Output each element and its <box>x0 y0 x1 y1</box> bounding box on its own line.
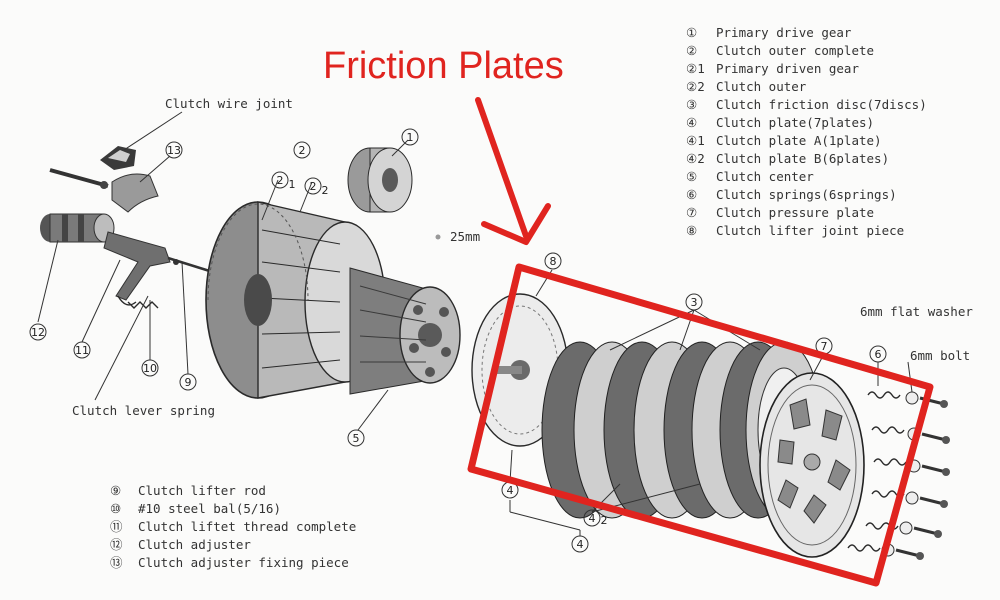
legend-right-num: ②1 <box>686 61 705 76</box>
legend-right-text: Primary driven gear <box>716 61 859 76</box>
legend-bottom-num: ⑬ <box>110 555 123 570</box>
part-number-1: 1 <box>407 131 414 144</box>
clutch-wire-joint-part <box>100 146 136 170</box>
clutch-adjuster-part <box>40 213 115 243</box>
legend-right-num: ③ <box>686 97 697 112</box>
legend-bottom-text: Clutch lifter rod <box>138 483 266 498</box>
legend-right-num: ① <box>686 25 697 40</box>
part-number-4: 4 <box>577 538 584 551</box>
part-number-2: 2 <box>299 144 306 157</box>
primary-drive-gear-part <box>347 147 413 213</box>
legend-right-text: Clutch plate B(6plates) <box>716 151 889 166</box>
part-number-5: 5 <box>353 432 360 445</box>
legend-right-text: Clutch outer complete <box>716 43 874 58</box>
clutch-center-part <box>349 267 461 395</box>
legend-right-num: ② <box>686 43 697 58</box>
legend-bottom-num: ⑪ <box>110 519 123 534</box>
legend-right-text: Clutch springs(6springs) <box>716 187 897 202</box>
part-number-3: 3 <box>691 296 698 309</box>
friction-plates-annotation: Friction Plates <box>323 45 934 587</box>
legend-right-text: Clutch center <box>716 169 814 184</box>
flat-washer-label: 6mm flat washer <box>860 304 973 319</box>
part-number-2-1-sub: 1 <box>289 178 296 191</box>
part-number-4-1: 4 <box>507 484 514 497</box>
legend-right-num: ④ <box>686 115 697 130</box>
part-number-11: 11 <box>75 344 89 357</box>
legend-right-num: ⑦ <box>686 205 697 220</box>
legend-right-text: Clutch plate A(1plate) <box>716 133 882 148</box>
legend-right-num: ②2 <box>686 79 705 94</box>
legend-right-num: ④2 <box>686 151 705 166</box>
clutch-lever-spring-label: Clutch lever spring <box>72 403 215 418</box>
legend-right-num: ⑥ <box>686 187 697 202</box>
part-number-2-1: 2 <box>277 174 284 187</box>
part-number-circles: 1 2 2 1 2 2 13 12 11 10 9 5 8 3 7 6 4 4 … <box>29 128 887 553</box>
dimension-25mm-label: 25mm <box>450 229 480 244</box>
legend-right-text: Clutch lifter joint piece <box>716 223 904 238</box>
part-number-4-2: 4 <box>589 512 596 525</box>
legend-bottom-text: Clutch adjuster <box>138 537 251 552</box>
cable-bolt-part <box>49 168 109 189</box>
friction-plates-title: Friction Plates <box>323 45 564 87</box>
adjuster-fixing-piece-part <box>111 173 159 213</box>
legend-right-text: Clutch pressure plate <box>716 205 874 220</box>
legend-right-num: ⑧ <box>686 223 697 238</box>
part-number-2-2: 2 <box>310 180 317 193</box>
part-number-9: 9 <box>185 376 192 389</box>
legend-bottom-num: ⑩ <box>110 501 121 516</box>
clutch-outer-part <box>205 201 386 399</box>
lifter-thread-lever-part <box>103 231 171 309</box>
legend-right-num: ④1 <box>686 133 705 148</box>
legend-bottom-text: Clutch adjuster fixing piece <box>138 555 349 570</box>
bolt-label: 6mm bolt <box>910 348 970 363</box>
legend-bottom: ⑨ Clutch lifter rod ⑩ #10 steel bal(5/16… <box>110 483 356 570</box>
legend-bottom-text: #10 steel bal(5/16) <box>138 501 281 516</box>
legend-right-num: ⑤ <box>686 169 697 184</box>
pressure-plate-part <box>759 372 865 558</box>
part-number-12: 12 <box>31 326 45 339</box>
clutch-wire-joint-label: Clutch wire joint <box>165 96 293 111</box>
legend-bottom-text: Clutch liftet thread complete <box>138 519 356 534</box>
legend-right: ① Primary drive gear ② Clutch outer comp… <box>686 25 927 238</box>
legend-bottom-num: ⑨ <box>110 483 121 498</box>
legend-right-text: Clutch outer <box>716 79 807 94</box>
part-number-7: 7 <box>821 340 828 353</box>
part-number-13: 13 <box>167 144 181 157</box>
annotation-arrow-shaft <box>475 97 529 239</box>
legend-right-text: Clutch plate(7plates) <box>716 115 874 130</box>
legend-right-text: Clutch friction disc(7discs) <box>716 97 927 112</box>
part-number-2-2-sub: 2 <box>322 184 329 197</box>
legend-right-text: Primary drive gear <box>716 25 852 40</box>
legend-bottom-num: ⑫ <box>110 537 123 552</box>
part-number-4-2-sub: 2 <box>601 514 608 527</box>
part-number-6: 6 <box>875 348 882 361</box>
part-number-10: 10 <box>143 362 157 375</box>
annotation-highlight-box <box>467 263 934 587</box>
annotation-arrow-head <box>481 203 551 245</box>
part-number-8: 8 <box>550 255 557 268</box>
